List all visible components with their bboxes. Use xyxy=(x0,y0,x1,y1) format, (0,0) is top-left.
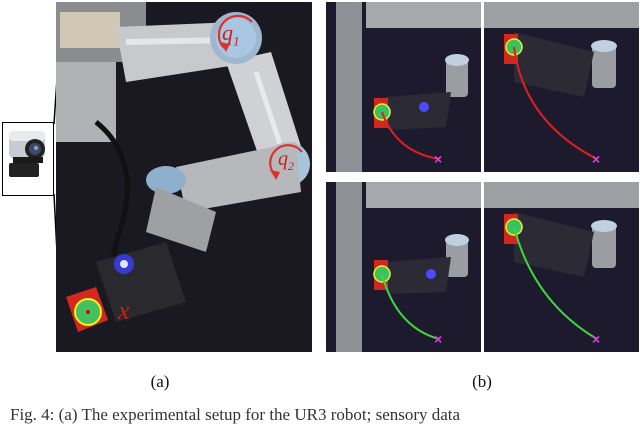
target-x-label: x xyxy=(118,296,130,325)
trajectory-photo-top-right: × xyxy=(484,2,639,172)
trajectory-photo-bottom-left: × xyxy=(326,182,481,352)
figure-caption: Fig. 4: (a) The experimental setup for t… xyxy=(10,405,461,424)
robot-setup-photo: q1 q2 x xyxy=(56,2,312,352)
joint-q2-label: q2 xyxy=(278,148,294,173)
panel-a-label: (a) xyxy=(150,372,170,391)
joint-q2-annotation xyxy=(269,144,303,180)
svg-text:×: × xyxy=(434,151,442,167)
camera-inset xyxy=(2,122,54,196)
svg-text:×: × xyxy=(592,331,600,347)
joint-q1-label: q1 xyxy=(222,20,240,49)
webcam-icon xyxy=(9,131,45,177)
panel-b-label: (b) xyxy=(472,372,492,391)
joint-q1-annotation xyxy=(217,14,253,52)
trajectory-photo-bottom-right: × xyxy=(484,182,639,352)
svg-text:×: × xyxy=(592,151,600,167)
svg-text:×: × xyxy=(434,331,442,347)
trajectory-photo-top-left: × xyxy=(326,2,481,172)
